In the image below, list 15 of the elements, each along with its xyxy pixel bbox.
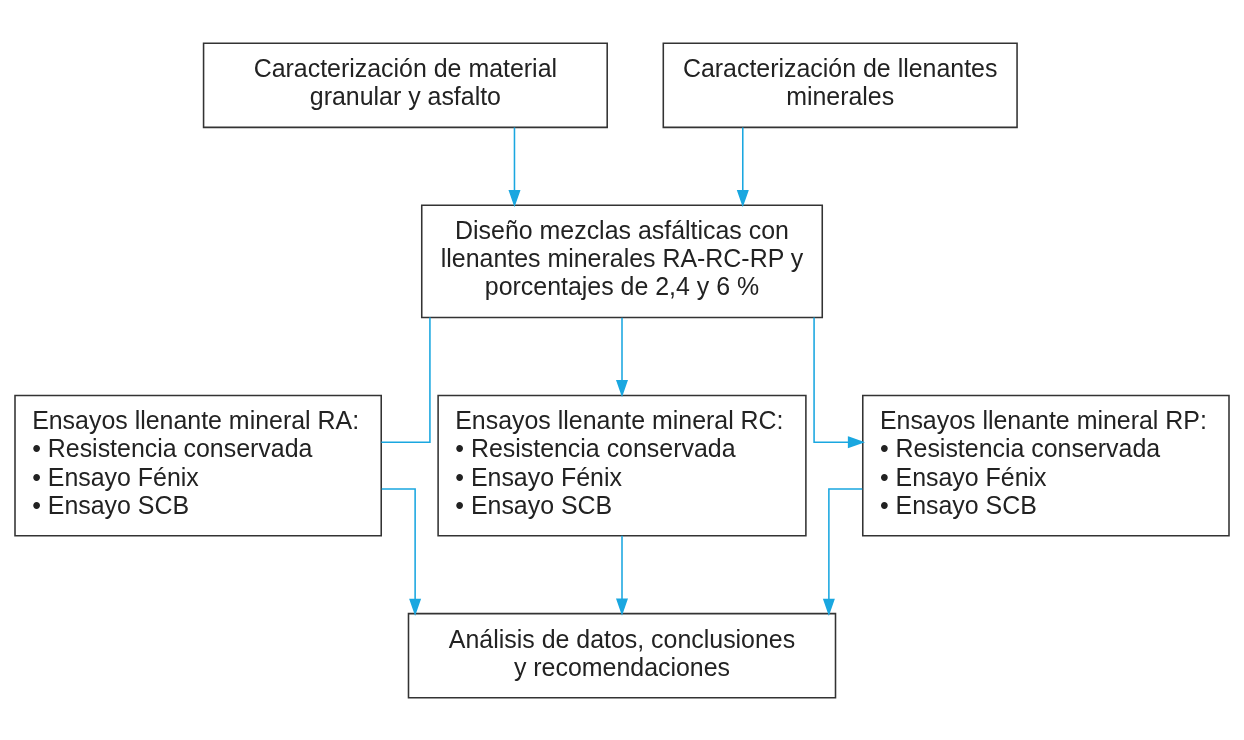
connector [380,316,431,443]
arrow [380,487,422,616]
node-box: Caracterización de material granular y asfalto [202,41,608,128]
arrow [616,316,628,397]
node-box: Diseño mezclas asfálticas con llenantes minerales RA-RC-RP y porcentajes de 2,4 y 6 % [420,204,824,318]
arrow [822,487,864,616]
node-box: Análisis de datos, conclusiones y recomendaciones [407,612,837,699]
arrow [736,126,749,207]
arrow [508,126,521,207]
node-box: Ensayos llenante mineral RC: • Resistencia conservada • Ensayo Fénix • Ensayo SCB [437,394,807,536]
arrow [813,316,866,448]
node-box: Caracterización de llenantes minerales [662,41,1018,128]
node-box: Ensayos llenante mineral RA: • Resistencia conservada • Ensayo Fénix • Ensayo SCB [14,394,382,536]
arrow [616,534,628,616]
node-box: Ensayos llenante mineral RP: • Resistencia conservada • Ensayo Fénix • Ensayo SCB [862,394,1230,536]
